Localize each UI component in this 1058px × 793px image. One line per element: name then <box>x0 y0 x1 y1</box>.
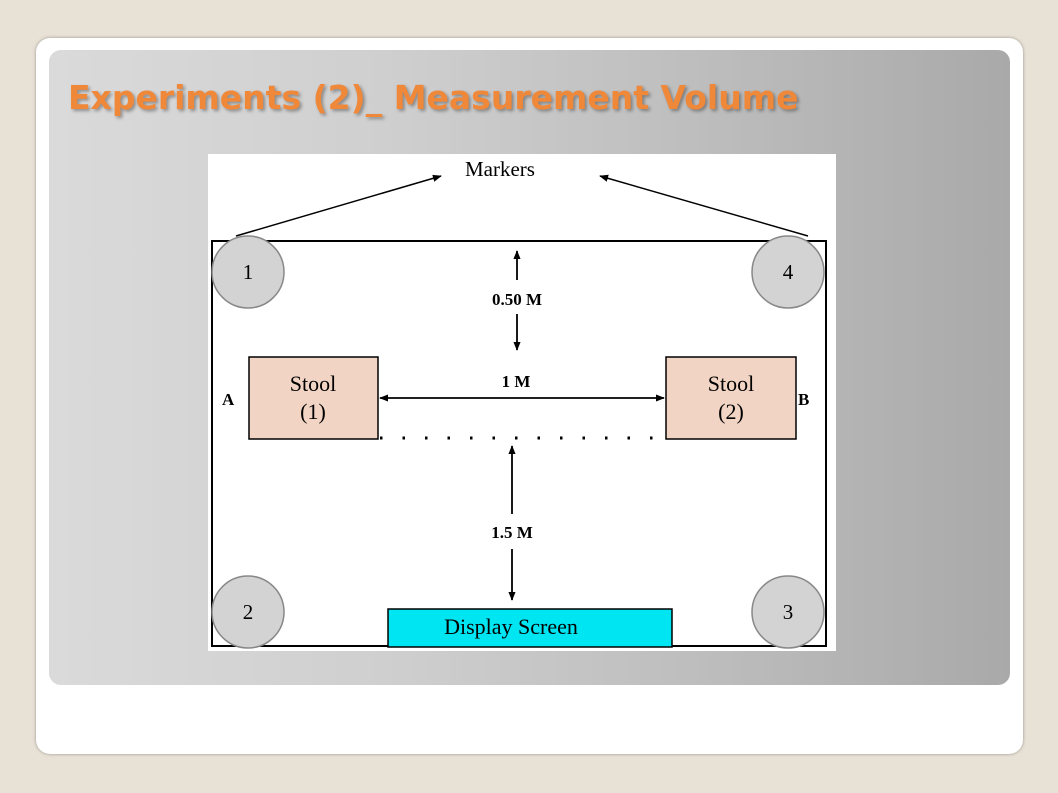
stool-2-line1: Stool <box>708 371 754 396</box>
stool-2: Stool (2) <box>665 356 797 440</box>
stool-gap-label: 1 M <box>502 372 531 391</box>
marker-1-label: 1 <box>243 260 254 284</box>
stool-1: Stool (1) <box>248 356 379 440</box>
marker-2: 2 <box>211 575 285 649</box>
marker-4: 4 <box>751 235 825 309</box>
marker-1: 1 <box>211 235 285 309</box>
marker-3: 3 <box>751 575 825 649</box>
marker-4-label: 4 <box>783 260 794 284</box>
display-screen-label: Display Screen <box>444 614 578 639</box>
marker-3-label: 3 <box>783 600 794 624</box>
measurement-volume-diagram: Markers 1 4 2 3 0.50 M Stool (1 <box>208 154 836 651</box>
top-gap-label: 0.50 M <box>492 290 542 309</box>
marker-2-label: 2 <box>243 600 254 624</box>
side-label-a: A <box>222 390 235 409</box>
slide-title: Experiments (2)_ Measurement Volume <box>68 78 799 117</box>
side-label-b: B <box>798 390 809 409</box>
marker-pointer-right <box>599 174 809 237</box>
markers-label: Markers <box>465 157 535 181</box>
screen-gap-label: 1.5 M <box>491 523 533 542</box>
stool-1-line2: (1) <box>300 399 326 424</box>
display-screen: Display Screen <box>387 608 673 648</box>
marker-pointer-left <box>235 174 442 237</box>
stool-2-line2: (2) <box>718 399 744 424</box>
stool-1-line1: Stool <box>290 371 336 396</box>
